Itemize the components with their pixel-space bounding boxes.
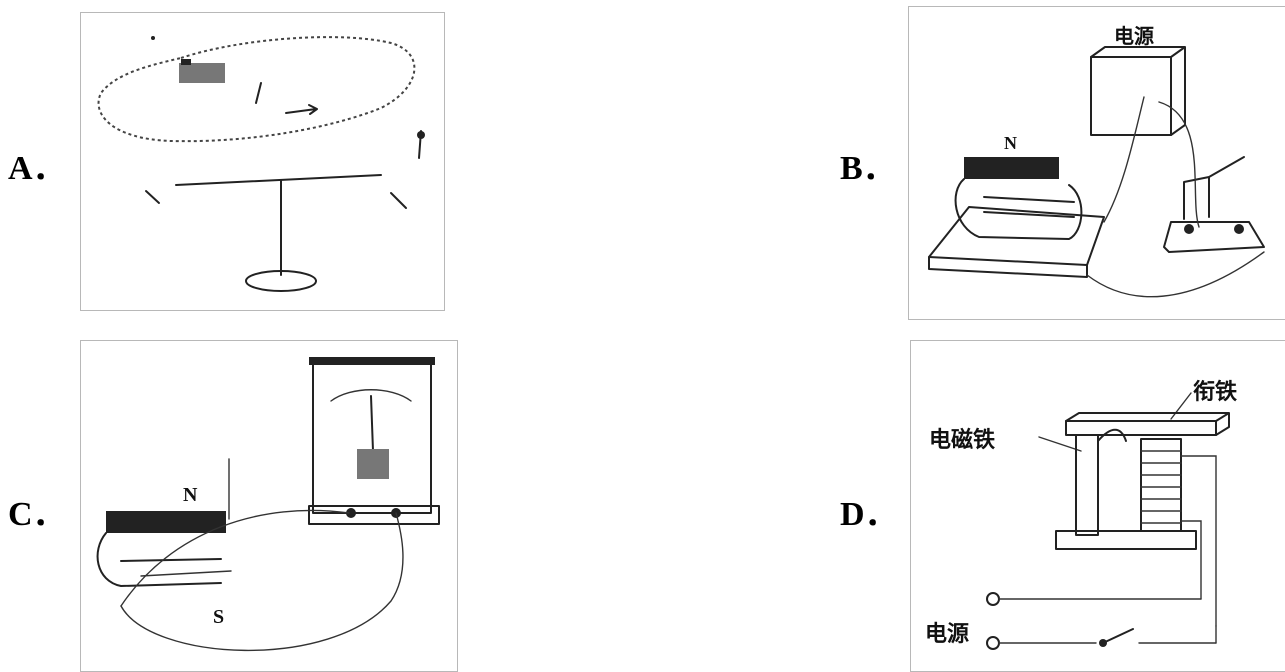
switch-knife xyxy=(1183,156,1245,220)
magnet-n-pole xyxy=(964,157,1059,179)
galvanometer-pointer xyxy=(370,395,374,452)
terminal-bottom xyxy=(986,636,1000,650)
wire-loop xyxy=(97,36,416,143)
option-d-panel[interactable]: 衔铁 电磁铁 xyxy=(910,340,1285,672)
option-a-panel[interactable] xyxy=(80,12,445,311)
power-supply-label: 电源 xyxy=(1114,24,1154,48)
oersted-experiment-diagram xyxy=(97,36,425,292)
armature-label: 衔铁 xyxy=(1193,379,1237,405)
terminal-top xyxy=(986,592,1000,606)
needle-s-end xyxy=(145,190,160,204)
option-b-panel[interactable]: 电源 N xyxy=(908,6,1285,320)
motor-principle-diagram: 电源 N xyxy=(928,24,1265,298)
pole-n-label: N xyxy=(1004,133,1017,153)
magnet-n-pole xyxy=(106,511,226,533)
option-a-label: A． xyxy=(8,150,67,187)
option-b-label: B． xyxy=(840,150,897,187)
needle-n-end xyxy=(390,192,407,209)
power-supply-label: 电源 xyxy=(925,622,969,647)
conductor-wire xyxy=(120,509,350,607)
galvanometer-scale xyxy=(330,389,412,402)
galvanometer-coil xyxy=(357,449,389,479)
armature-bar xyxy=(1065,420,1217,436)
option-d-label: D． xyxy=(840,496,899,533)
coil xyxy=(1140,438,1182,532)
battery-icon xyxy=(179,63,225,83)
option-c-panel[interactable]: N S xyxy=(80,340,458,672)
electromagnet-label: 电磁铁 xyxy=(929,427,995,453)
current-arrow-icon xyxy=(255,82,262,104)
switch-base xyxy=(1163,221,1265,253)
electromagnetic-relay-diagram: 衔铁 电磁铁 xyxy=(925,379,1237,650)
pole-n-label: N xyxy=(183,484,198,506)
compass-needle xyxy=(175,174,382,186)
power-supply-box xyxy=(1090,56,1172,136)
relay-base xyxy=(1055,530,1197,550)
pole-s-label: S xyxy=(213,606,224,628)
option-c-label: C． xyxy=(8,496,67,533)
base-board xyxy=(928,206,1105,266)
electromagnetic-induction-diagram: N S xyxy=(96,357,440,652)
